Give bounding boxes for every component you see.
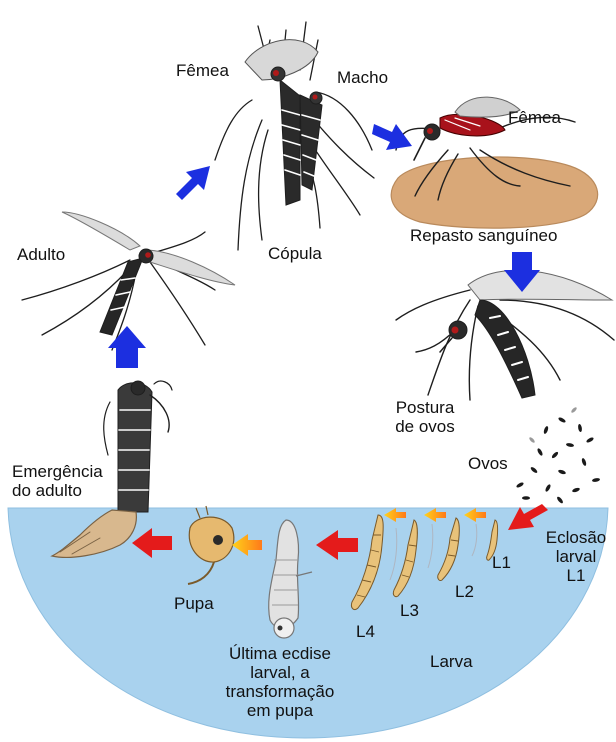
- label-ecdise-line-1: Última ecdise: [214, 644, 346, 663]
- label-l2: L2: [455, 582, 474, 601]
- label-ovos: Ovos: [468, 454, 508, 473]
- eggs-icon: [516, 406, 601, 504]
- blue-arrow-up-icon: [108, 326, 146, 368]
- label-postura-line-1: Postura: [384, 398, 466, 417]
- label-emergencia-line-1: Emergência: [12, 462, 103, 481]
- mating-mosquitoes-icon: [215, 22, 374, 250]
- label-l3: L3: [400, 601, 419, 620]
- label-repasto-sanguineo: Repasto sanguíneo: [410, 226, 557, 245]
- label-macho: Macho: [337, 68, 388, 87]
- egg-laying-female-icon: [396, 270, 614, 400]
- label-eclosao-line-3: L1: [538, 566, 614, 585]
- label-postura-line-2: de ovos: [384, 417, 466, 436]
- label-ultima-ecdise: Última ecdise larval, a transformação em…: [214, 644, 346, 720]
- blue-arrow-up-right-icon: [176, 166, 210, 200]
- label-adulto: Adulto: [17, 245, 65, 264]
- skin-patch: [391, 157, 597, 228]
- label-l1: L1: [492, 553, 511, 572]
- label-pupa: Pupa: [174, 594, 214, 613]
- label-l4: L4: [356, 622, 375, 641]
- label-larva: Larva: [430, 652, 473, 671]
- label-ecdise-line-3: transformação: [214, 682, 346, 701]
- label-postura-de-ovos: Postura de ovos: [384, 398, 466, 436]
- blue-arrow-right-icon: [372, 124, 412, 150]
- label-emergencia-line-2: do adulto: [12, 481, 103, 500]
- label-eclosao-line-1: Eclosão: [538, 528, 614, 547]
- label-femea-right: Fêmea: [508, 108, 561, 127]
- label-ecdise-line-2: larval, a: [214, 663, 346, 682]
- label-ecdise-line-4: em pupa: [214, 701, 346, 720]
- label-eclosao-larval: Eclosão larval L1: [538, 528, 614, 585]
- label-emergencia-do-adulto: Emergência do adulto: [12, 462, 103, 500]
- label-femea-top: Fêmea: [176, 61, 229, 80]
- label-copula: Cópula: [268, 244, 322, 263]
- label-eclosao-line-2: larval: [538, 547, 614, 566]
